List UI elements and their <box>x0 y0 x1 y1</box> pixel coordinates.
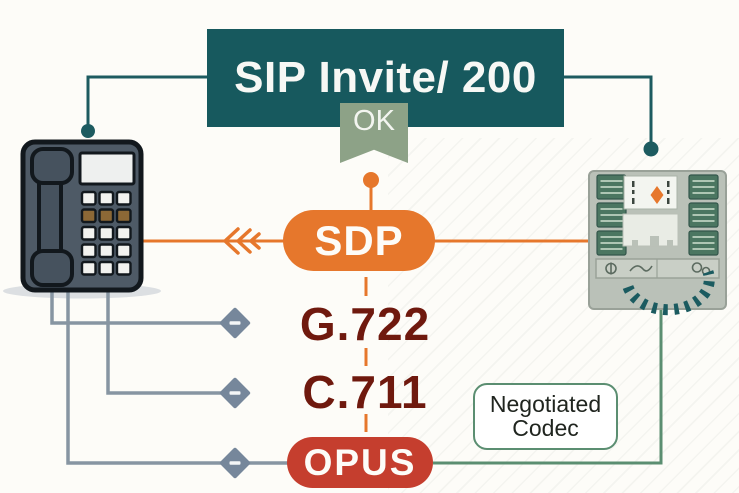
phone-keypad <box>80 190 132 276</box>
codec-negotiated-opus-pill: OPUS <box>287 437 433 488</box>
green-connector <box>433 278 663 465</box>
sdp-pill-label: SDP <box>314 216 404 264</box>
codec-offered-c711: C.711 <box>302 366 428 418</box>
coiled-cord-icon <box>622 270 715 316</box>
diamond-connector-icon <box>219 307 251 479</box>
sip-invite-banner-label: SIP Invite/ 200 <box>234 53 537 102</box>
sdp-pill: SDP <box>283 210 435 271</box>
negotiated-codec-box: Negotiated Codec <box>473 383 618 450</box>
codec-offered-g722: G.722 <box>299 298 431 350</box>
teal-connector-right <box>564 75 659 157</box>
opus-pill-label: OPUS <box>303 441 417 483</box>
teal-connector-left <box>81 75 207 138</box>
desk-phone-icon <box>20 139 144 293</box>
orange-connectors <box>142 186 590 432</box>
phone-display <box>78 151 136 186</box>
triple-chevron-left-icon <box>223 227 261 255</box>
sdp-stem-dot <box>363 172 379 188</box>
gray-connectors <box>50 288 289 465</box>
pbx-panel-icon <box>588 170 727 316</box>
ok-ribbon-label: OK <box>353 105 395 137</box>
negotiated-codec-line1: Negotiated <box>489 390 602 417</box>
pbx-display-diamond <box>650 186 664 204</box>
negotiated-codec-line2: Codec <box>512 414 579 441</box>
